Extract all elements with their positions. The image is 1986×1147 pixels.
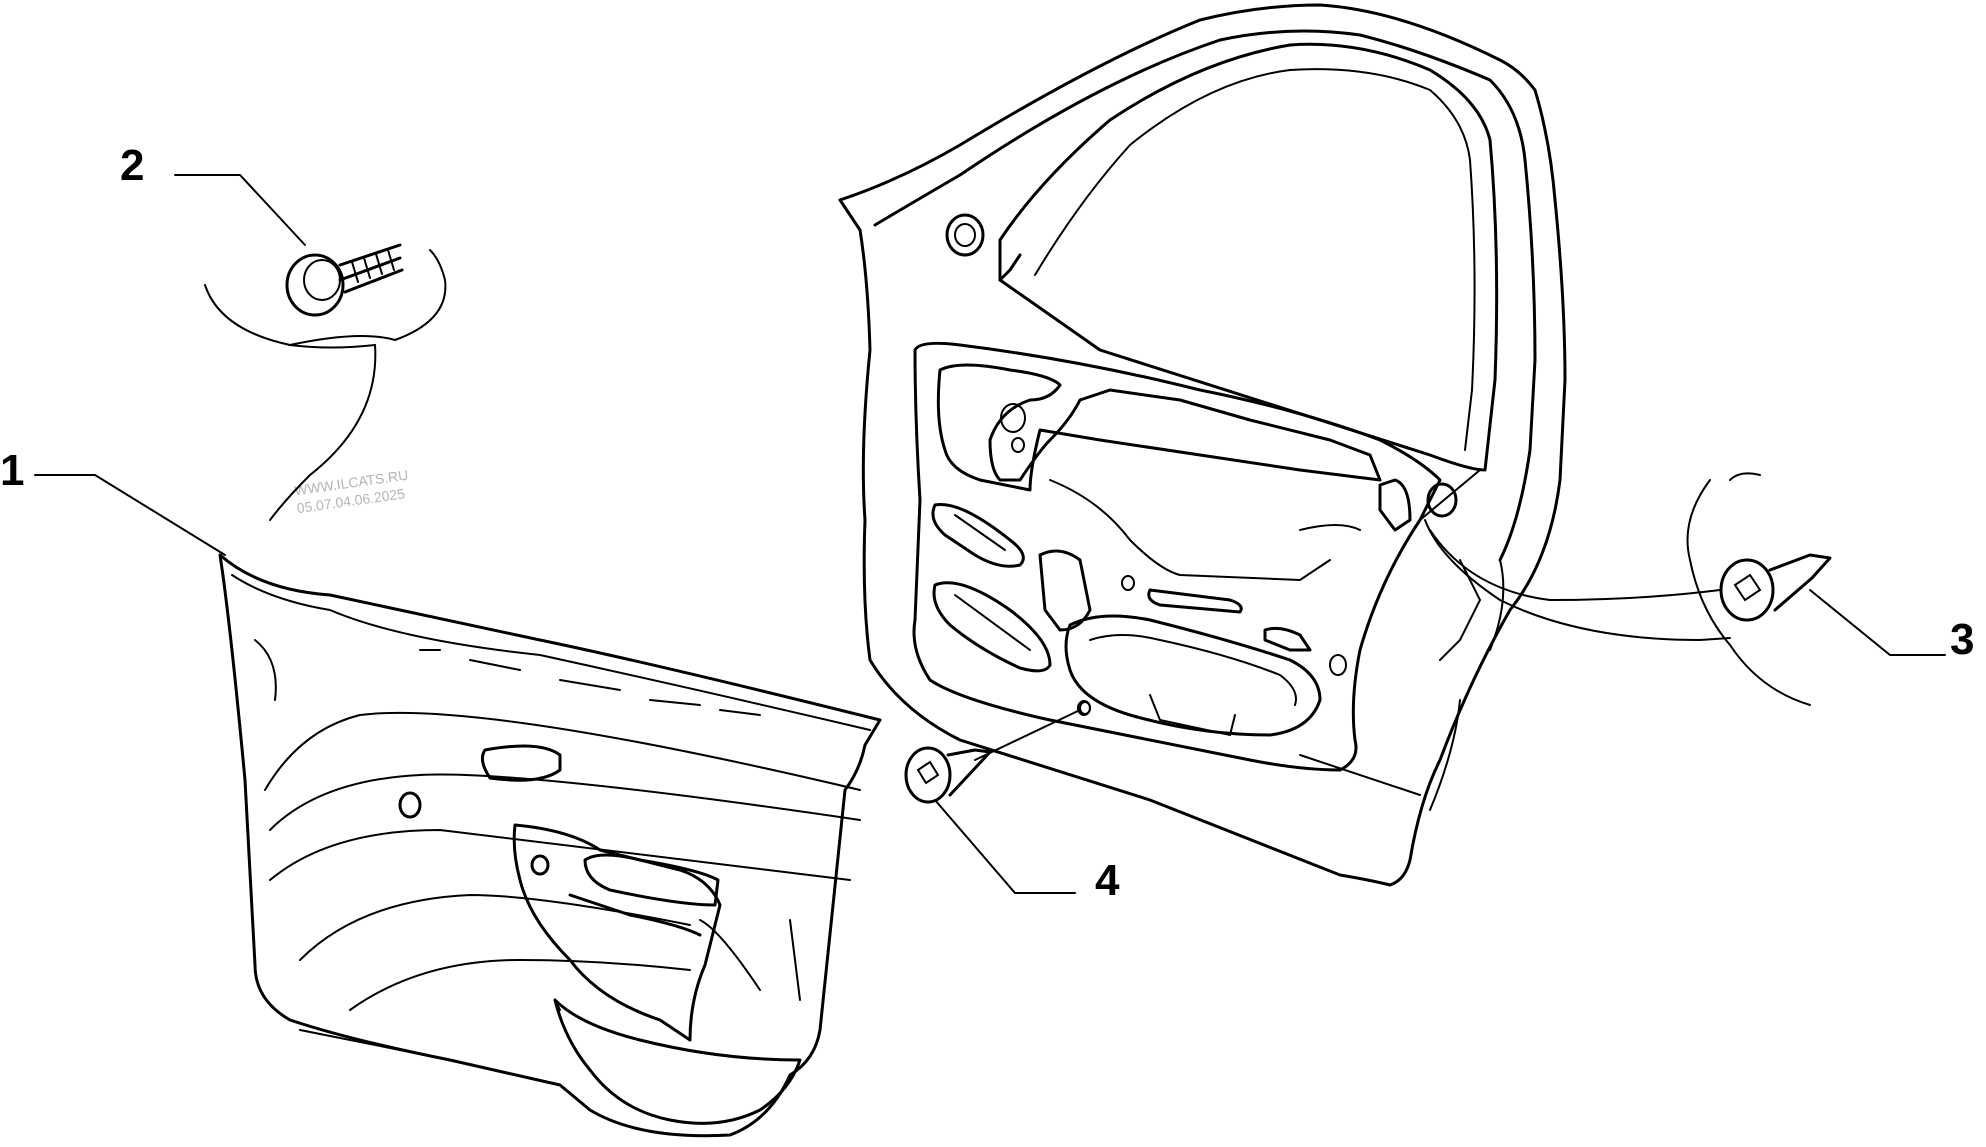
trim-screw-right <box>1686 472 1832 706</box>
door-trim-panel <box>218 553 882 1138</box>
callout-2: 2 <box>120 141 144 190</box>
leader-line-1 <box>34 474 226 556</box>
callout-leaders <box>34 174 1946 894</box>
callout-3: 3 <box>1950 615 1974 664</box>
leader-line-4 <box>934 799 1076 894</box>
trim-screw-center <box>904 746 992 804</box>
leader-line-3 <box>1809 589 1946 656</box>
callout-1: 1 <box>0 446 24 495</box>
push-clip-fastener <box>204 243 447 521</box>
callout-4: 4 <box>1095 856 1120 905</box>
door-inner-frame <box>838 3 1731 887</box>
leader-line-2 <box>174 174 306 246</box>
